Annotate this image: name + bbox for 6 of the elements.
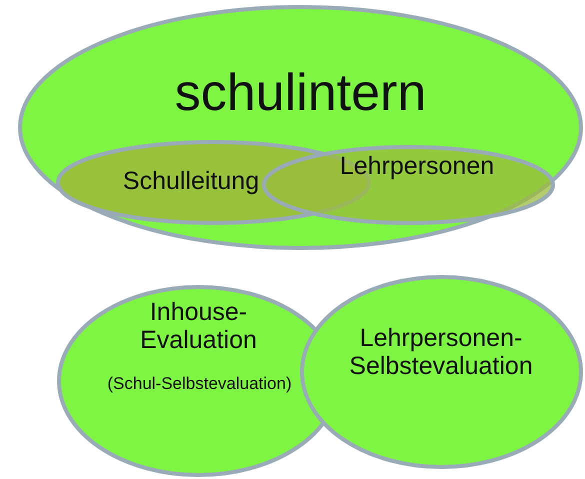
ellipse-subtitle: (Schul-Selbstevaluation): [106, 375, 293, 394]
ellipse-label: Inhouse-Evaluation: [139, 299, 258, 354]
ellipse-label: Lehrpersonen: [338, 153, 496, 180]
ellipse-label: Lehrpersonen-Selbstevaluation: [348, 325, 534, 380]
ellipse-label: Schulleitung: [122, 168, 260, 196]
ellipse-title: schulintern: [174, 65, 428, 122]
